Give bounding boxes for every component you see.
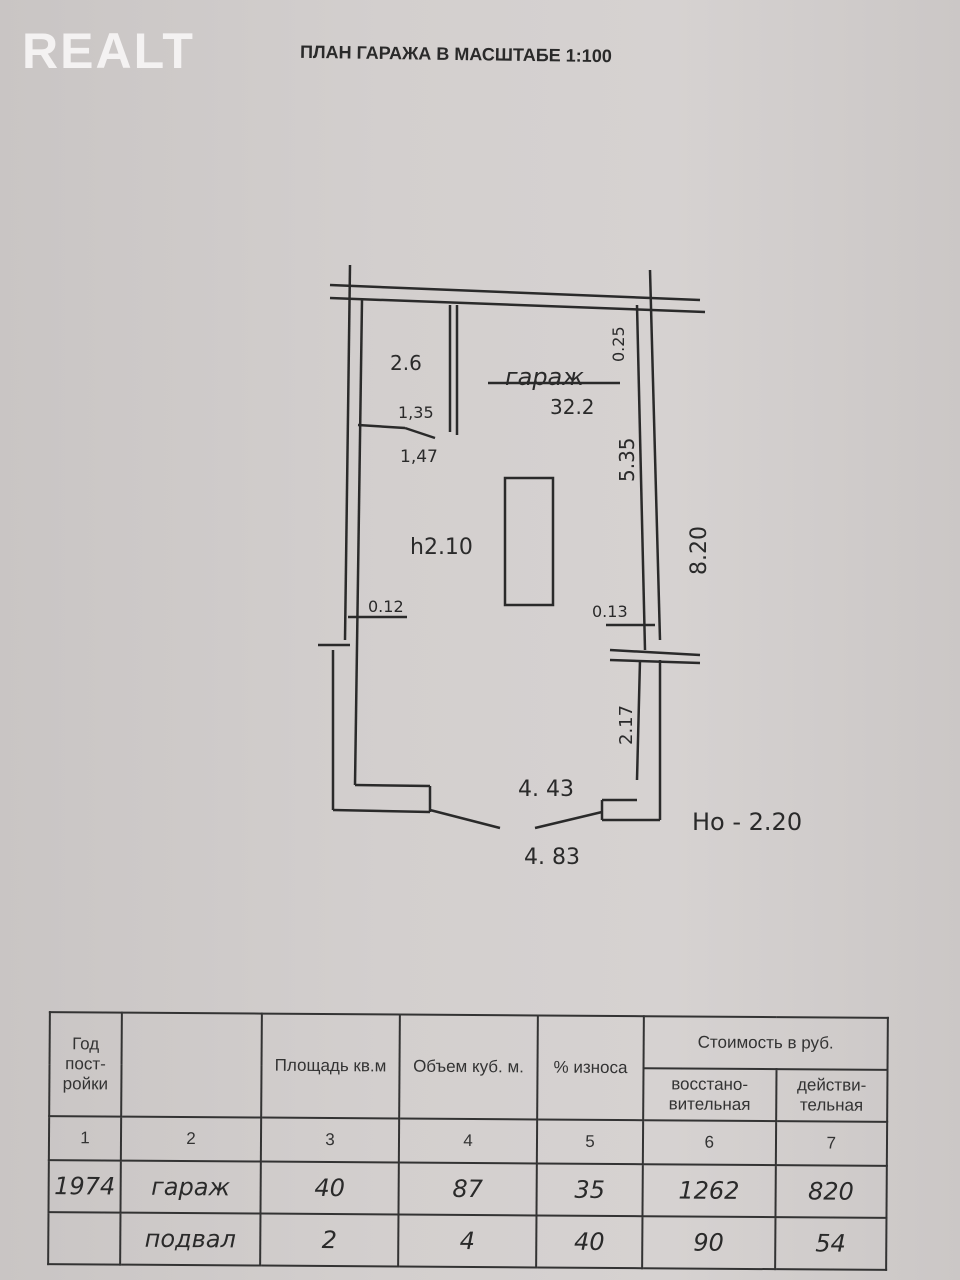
cell-wear: 40 (536, 1215, 643, 1269)
col-number: 2 (120, 1116, 262, 1162)
top-wall (329, 283, 701, 302)
dim-0-25: 0.25 (609, 326, 628, 362)
col-number: 5 (536, 1119, 644, 1165)
dim-1-35: 1,35 (398, 403, 434, 422)
small-room-area: 2.6 (390, 351, 422, 375)
header-wear: % износа (537, 1015, 644, 1121)
table-row: 1974 гараж 40 87 35 1262 820 (48, 1160, 887, 1218)
header-year: Год пост-ройки (49, 1012, 122, 1117)
col-number: 7 (775, 1121, 888, 1166)
cell-name: подвал (120, 1212, 261, 1266)
col-number: 1 (48, 1116, 122, 1161)
ground-height: Hо - 2.20 (692, 808, 802, 836)
col-number: 6 (642, 1120, 776, 1166)
col-number: 3 (260, 1117, 400, 1163)
cell-year: 1974 (48, 1160, 121, 1213)
cell-area: 2 (260, 1213, 399, 1267)
room-name: гараж (505, 363, 584, 391)
realt-logo: REALT (22, 23, 195, 79)
dim-4-83: 4. 83 (524, 845, 580, 870)
height-label: h2.10 (410, 535, 473, 560)
dim-5-35: 5.35 (615, 437, 639, 482)
inspection-pit (503, 476, 555, 607)
dim-0-13: 0.13 (592, 602, 628, 621)
dim-4-43: 4. 43 (518, 777, 574, 802)
dim-1-47: 1,47 (400, 447, 438, 467)
cell-name: гараж (120, 1160, 261, 1214)
cell-actual: 54 (774, 1217, 887, 1270)
table-row: подвал 2 4 40 90 54 (48, 1212, 887, 1270)
dim-8-20: 8.20 (687, 526, 712, 575)
cell-year (48, 1212, 121, 1265)
dim-2-17: 2.17 (616, 705, 637, 745)
header-area: Площадь кв.м (261, 1013, 400, 1119)
header-volume: Объем куб. м. (399, 1014, 538, 1120)
cell-volume: 4 (398, 1214, 537, 1268)
floor-plan: 2.6 гараж 32.2 1,35 1,47 h2.10 0.12 0.13… (318, 264, 802, 870)
cell-area: 40 (260, 1161, 399, 1215)
cell-restore: 90 (642, 1216, 776, 1270)
col-number: 4 (398, 1118, 538, 1164)
cell-actual: 820 (775, 1165, 887, 1218)
dim-0-12: 0.12 (368, 597, 404, 616)
cell-volume: 87 (398, 1162, 537, 1216)
header-name (121, 1012, 262, 1118)
cost-table: Год пост-ройки Площадь кв.м Объем куб. м… (47, 1011, 889, 1271)
cell-wear: 35 (536, 1163, 643, 1217)
header-restore: восстано-вительная (643, 1068, 777, 1122)
header-actual: действи-тельная (775, 1069, 888, 1122)
room-area: 32.2 (550, 395, 595, 419)
cell-restore: 1262 (642, 1164, 776, 1218)
header-cost: Стоимость в руб. (643, 1016, 888, 1070)
